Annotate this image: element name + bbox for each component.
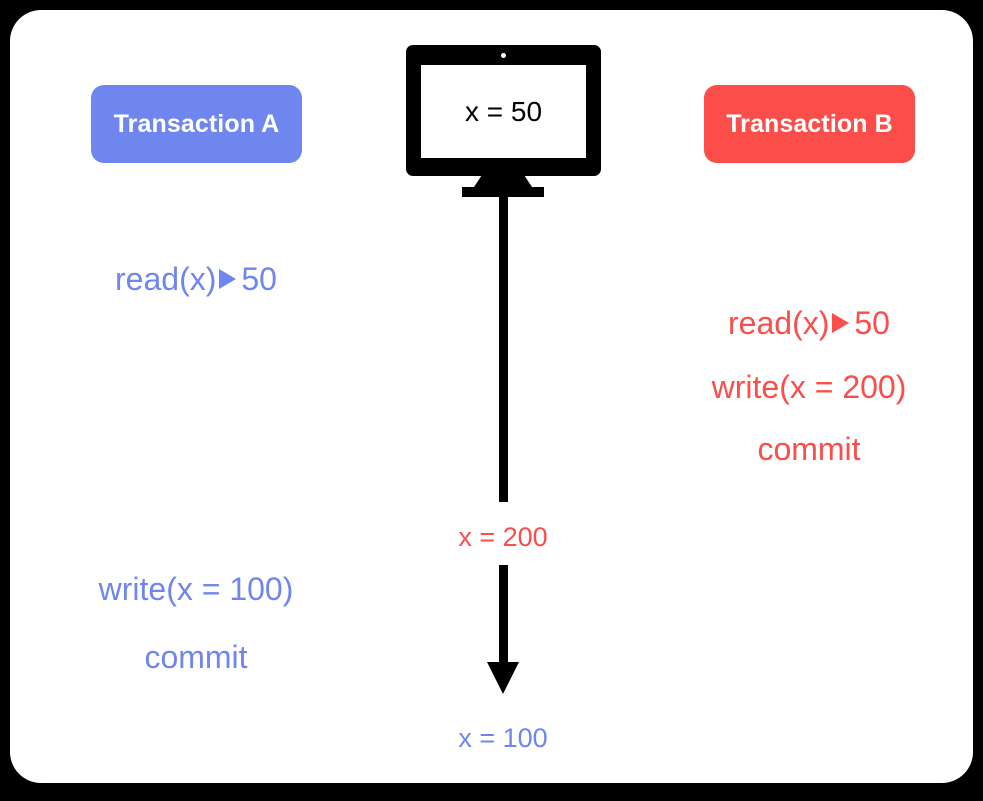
transaction-a-op-read: read(x) 50 xyxy=(46,263,346,295)
webcam-dot-icon xyxy=(501,53,506,58)
transaction-b-op-commit: commit xyxy=(757,431,861,467)
transaction-a-badge-label: Transaction A xyxy=(113,109,280,138)
transaction-b-read-value: 50 xyxy=(854,305,890,341)
arrow-down-icon xyxy=(487,662,519,694)
monitor-screen: x = 50 xyxy=(421,65,586,158)
transaction-a-op-commit: commit xyxy=(144,639,248,675)
database-value-text: x = 50 xyxy=(464,95,543,127)
transaction-a-op-write: write(x = 100) xyxy=(98,571,294,607)
transaction-b-badge-label: Transaction B xyxy=(726,109,893,138)
transaction-a-badge: Transaction A xyxy=(91,85,302,163)
transaction-a-read-value: 50 xyxy=(241,261,277,297)
transaction-a-read-prefix: read(x) xyxy=(115,261,217,297)
monitor-stand-base xyxy=(462,187,544,197)
monitor-icon: x = 50 xyxy=(406,45,601,176)
timeline-segment-upper xyxy=(499,196,508,502)
timeline-segment-lower xyxy=(499,565,508,664)
timeline-label-x100: x = 100 xyxy=(458,723,548,753)
transaction-b-op-write: write(x = 200) xyxy=(711,369,907,405)
transaction-b-badge: Transaction B xyxy=(704,85,915,163)
result-arrow-icon xyxy=(832,313,850,333)
transaction-b-read-prefix: read(x) xyxy=(728,305,830,341)
timeline-label-x200: x = 200 xyxy=(458,522,548,552)
result-arrow-icon xyxy=(219,269,237,289)
transaction-b-op-read: read(x) 50 xyxy=(659,307,959,339)
